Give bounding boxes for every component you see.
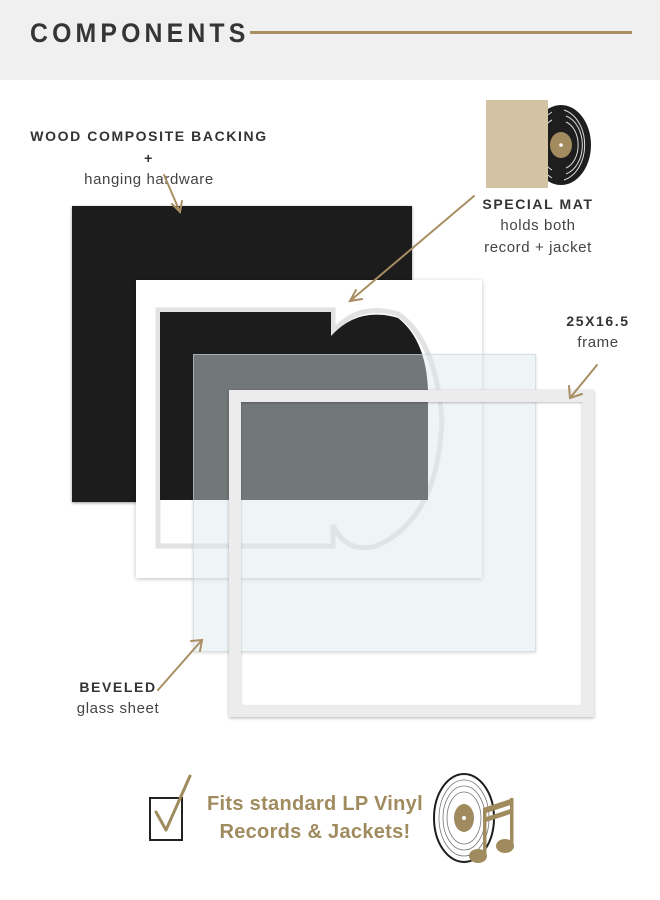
frame-label-subtitle: frame [577,334,619,351]
glass-label: BEVELED glass sheet [70,676,166,720]
frame-label: 25X16.5 frame [558,310,638,354]
fits-line-2: Records & Jackets! [219,821,411,843]
backing-label: WOOD COMPOSITE BACKING + hanging hardwar… [24,125,274,191]
glass-label-title: BEVELED [79,679,157,695]
mat-label-line1: holds both [500,217,576,234]
picture-frame [229,390,594,717]
header-bar: COMPONENTS [0,0,660,80]
mat-label-line2: record + jacket [484,239,592,256]
mat-cutout [155,307,445,551]
mat-label-title: SPECIAL MAT [482,196,594,212]
backing-label-title: WOOD COMPOSITE BACKING + [30,128,268,166]
beveled-glass-sheet [193,354,536,652]
mat-label: SPECIAL MAT holds both record + jacket [478,193,598,259]
backing-label-subtitle: hanging hardware [84,171,214,188]
fits-line-1: Fits standard LP Vinyl [207,793,423,815]
record-jacket-icon [486,100,591,188]
special-mat-panel [136,280,482,578]
glass-label-subtitle: glass sheet [76,700,160,717]
checkbox-check-icon [149,774,192,841]
vinyl-music-note-icon [433,773,514,863]
fits-standard-text: Fits standard LP Vinyl Records & Jackets… [200,790,430,846]
header-divider [250,31,632,34]
page-title: COMPONENTS [30,18,250,48]
frame-label-title: 25X16.5 [566,313,630,329]
